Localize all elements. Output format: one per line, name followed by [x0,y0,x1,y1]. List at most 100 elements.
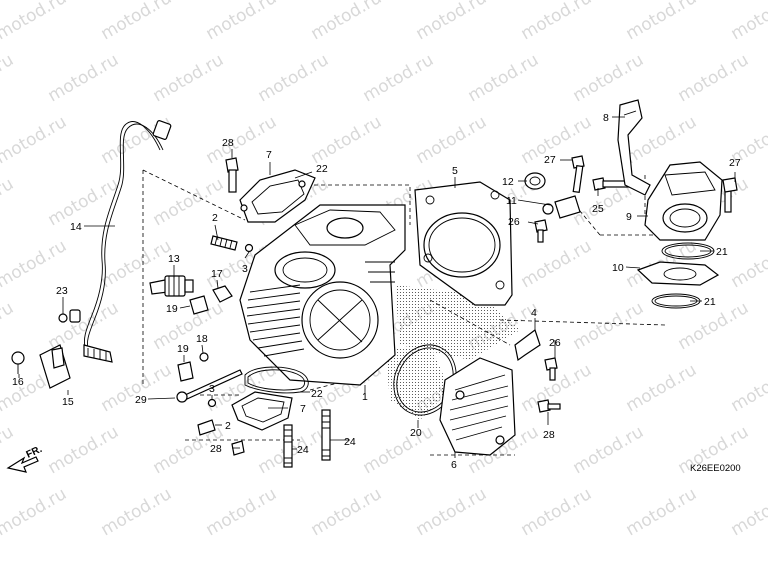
watermark-text: motod.ru [98,112,176,168]
callout-21-lower: 21 [704,296,716,308]
callout-12: 12 [502,176,514,188]
callout-14: 14 [70,221,82,233]
watermark-text: motod.ru [0,174,17,230]
watermark-text: motod.ru [98,484,176,540]
callout-11: 11 [506,195,517,207]
watermark-text: motod.ru [0,0,70,44]
callout-21-upper: 21 [716,246,728,258]
spark-plug [149,275,194,297]
valve-cover-7 [239,169,316,223]
watermark-text: motod.ru [413,0,491,44]
watermark-text: motod.ru [98,0,176,44]
watermark-text: motod.ru [623,484,701,540]
watermark-text: motod.ru [570,422,648,478]
tensioner-parts [524,155,630,243]
watermark-text: motod.ru [98,360,176,416]
watermark-text: motod.ru [465,50,543,106]
callout-26-right: 26 [549,337,561,349]
watermark-text: motod.ru [45,422,123,478]
side-cover-6 [439,357,516,456]
watermark-text: motod.ru [728,0,768,44]
callout-27-right: 27 [729,157,741,169]
callout-9: 9 [626,211,632,223]
bracket-assembly [11,313,71,389]
watermark-text: motod.ru [308,0,386,44]
studs-24 [283,409,331,468]
callout-18: 18 [196,333,208,345]
bolts-right [537,357,561,413]
callout-24-left: 24 [297,444,309,456]
watermark-text: motod.ru [150,50,228,106]
watermark-text: motod.ru [518,0,596,44]
callout-3-lower: 3 [209,383,215,395]
front-direction-label: FR. [25,444,44,461]
watermark-text: motod.ru [0,112,70,168]
watermark-text: motod.ru [0,236,70,292]
watermark-text: motod.ru [623,360,701,416]
callout-19-lower: 19 [177,343,189,355]
callout-10: 10 [612,262,624,274]
watermark-text: motod.ru [0,484,70,540]
callout-2-lower: 2 [225,420,231,432]
watermark-text: motod.ru [45,174,123,230]
watermark-text: motod.ru [728,360,768,416]
callout-6: 6 [451,459,457,471]
callout-26-mid: 26 [508,216,520,228]
leader-lines [18,116,736,458]
callout-28-top: 28 [222,137,234,149]
callout-28-lower: 28 [210,443,222,455]
callout-3-upper: 3 [242,263,248,275]
watermark-text: motod.ru [45,298,123,354]
watermark-text: motod.ru [623,0,701,44]
stud-29 [176,369,243,403]
callout-24-right: 24 [344,436,356,448]
side-cover-7-lower [231,391,293,431]
watermark-text: motod.ru [570,298,648,354]
cylinder-gasket-5 [414,181,513,306]
watermark-text: motod.ru [518,484,596,540]
watermark-text: motod.ru [413,484,491,540]
callout-7-top: 7 [266,149,272,161]
watermark-text: motod.ru [518,112,596,168]
cylinder-head [239,204,406,386]
callout-25: 25 [592,203,604,215]
callout-8: 8 [603,112,609,124]
callout-29: 29 [135,394,147,406]
bolt-28-top [225,157,239,193]
watermark-text: motod.ru [308,112,386,168]
watermark-text: motod.ru [570,50,648,106]
callout-23: 23 [56,285,68,297]
callout-27-mid: 27 [544,154,556,166]
callout-28-right: 28 [543,429,555,441]
o2-sensor-wire [69,120,172,363]
watermark-text: motod.ru [255,422,333,478]
diagram-code: K26EE0200 [690,463,741,474]
watermark-text: motod.ru [728,484,768,540]
callout-22-lower: 22 [311,388,323,400]
watermark-text: motod.ru [518,236,596,292]
callout-15: 15 [62,396,74,408]
callout-22-top: 22 [316,163,328,175]
callout-20: 20 [410,427,422,439]
watermark-text: motod.ru [728,236,768,292]
callout-19-upper: 19 [166,303,178,315]
callout-2-upper: 2 [212,212,218,224]
callout-4: 4 [531,307,537,319]
watermark-text: motod.ru [45,50,123,106]
intake-insulator-9 [644,161,738,241]
callout-13: 13 [168,253,180,265]
callout-7-lower: 7 [300,403,306,415]
watermark-text: motod.ru [675,50,753,106]
watermark-text: motod.ru [255,50,333,106]
callout-17: 17 [211,268,223,280]
front-direction-arrow: FR. [6,444,44,473]
watermark-text: motod.ru [308,484,386,540]
watermark-text: motod.ru [360,422,438,478]
watermark-text: motod.ru [203,0,281,44]
bolt-group-lower [197,398,245,456]
bracket-8 [617,99,651,196]
callout-5: 5 [452,165,458,177]
callout-1: 1 [362,391,368,403]
watermark-text: motod.ru [203,484,281,540]
